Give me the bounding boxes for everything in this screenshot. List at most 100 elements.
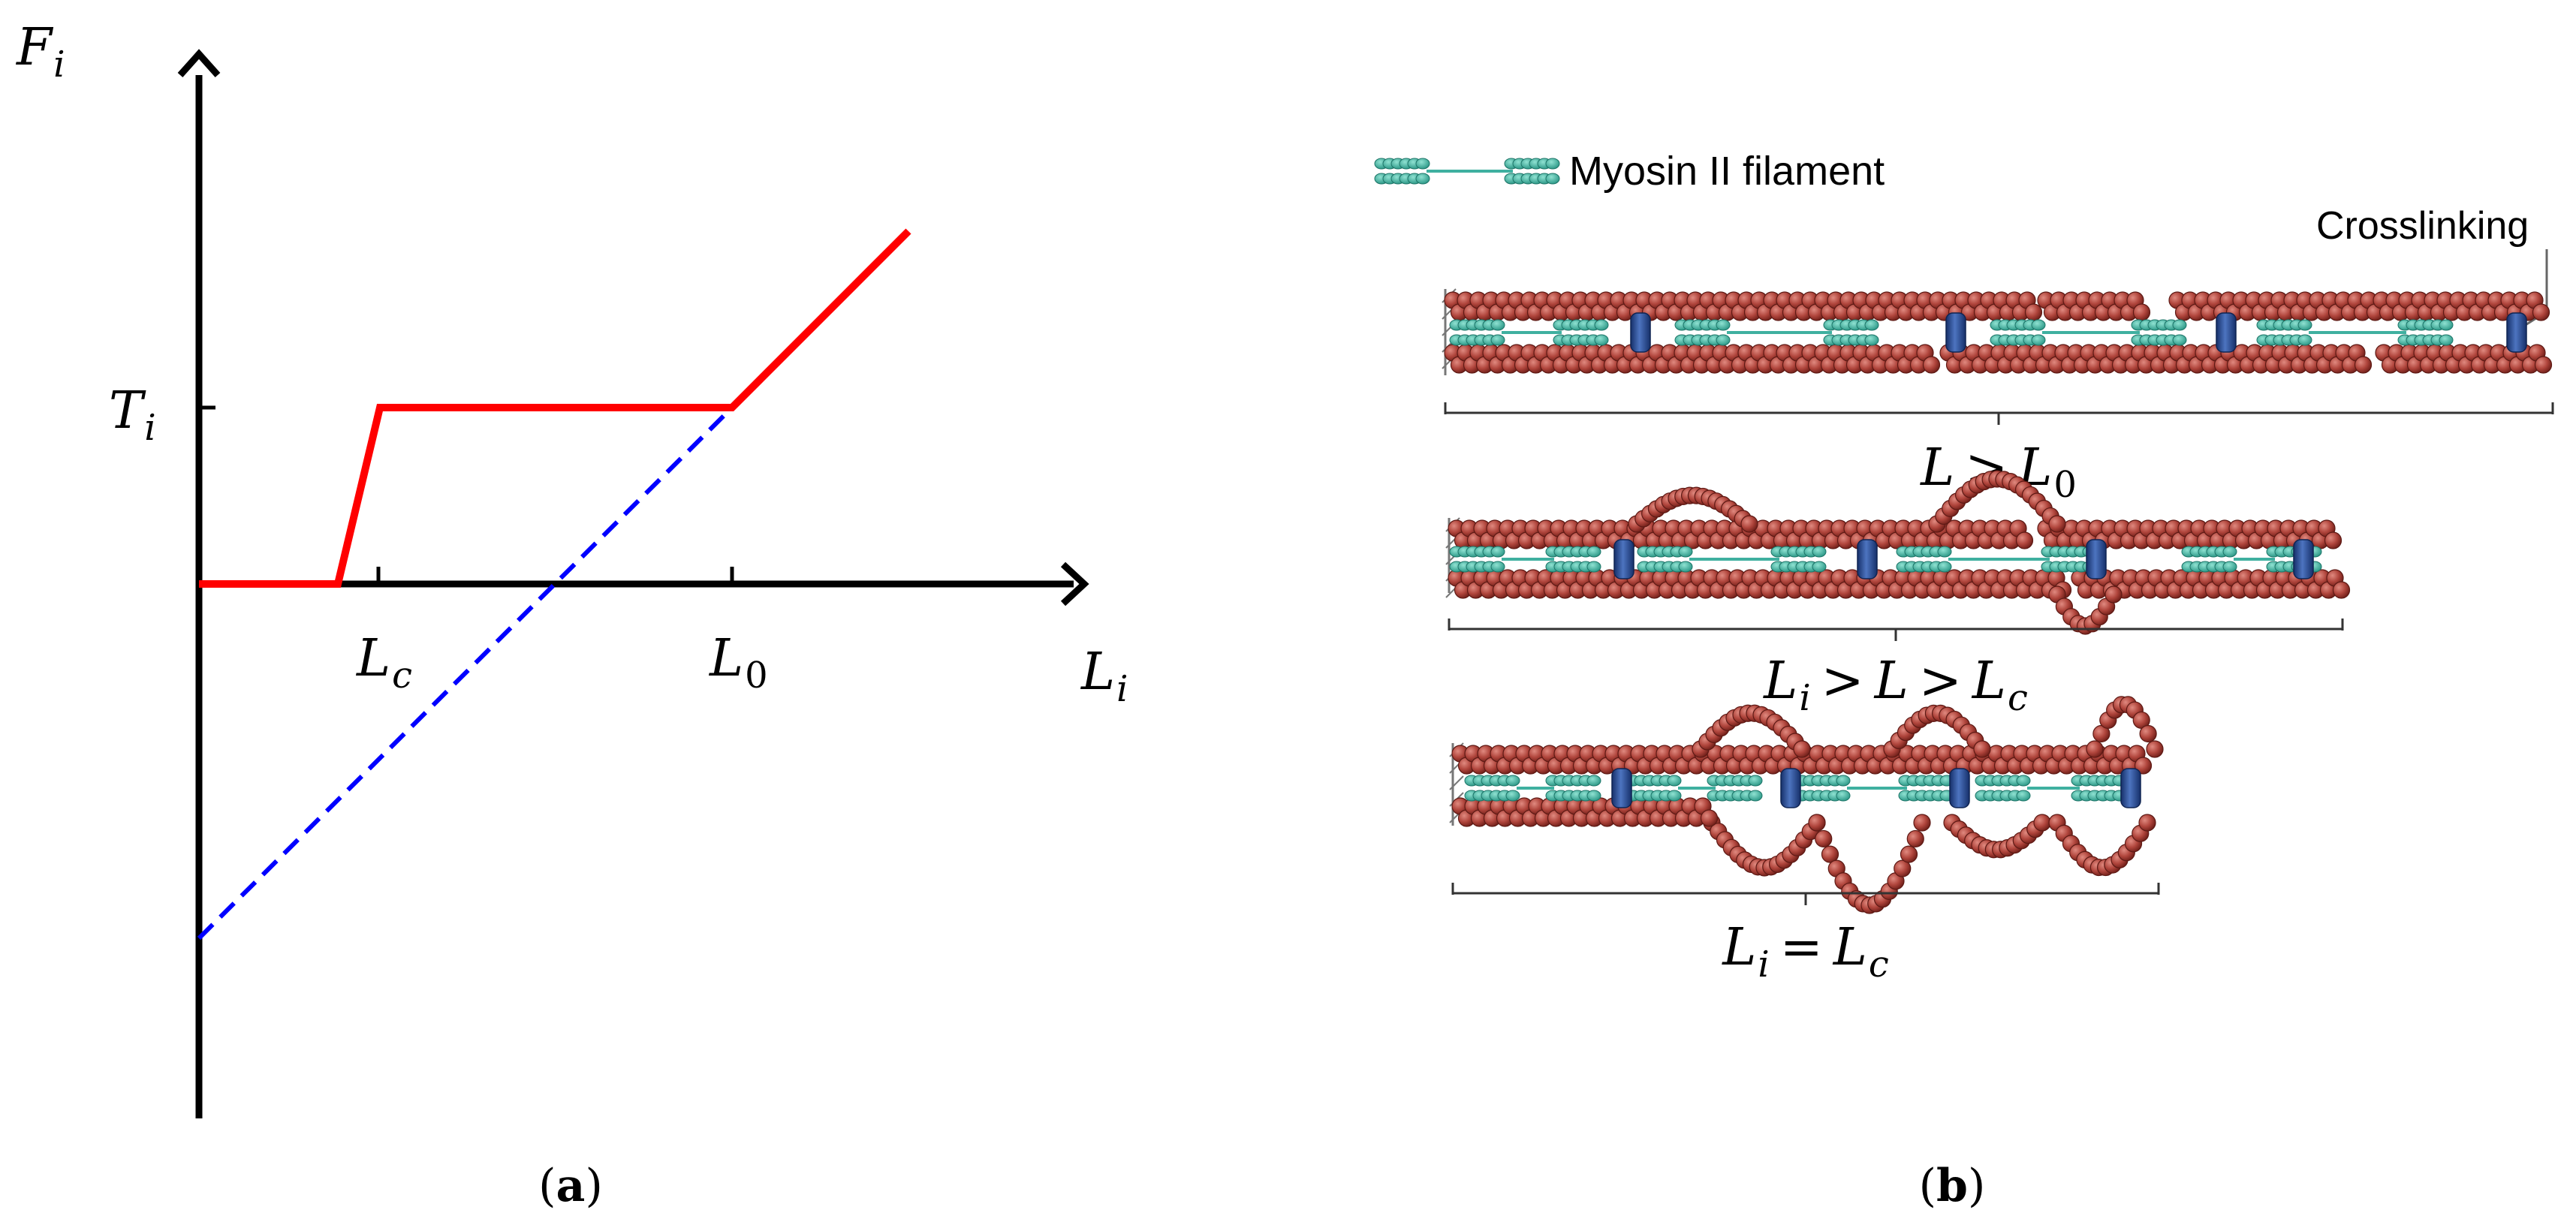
actin-bead: [1913, 814, 1931, 832]
state3-label: Li=Lc: [1721, 918, 1889, 986]
actin-bead: [2104, 585, 2123, 603]
tick-label-Lc: Lc: [355, 629, 412, 697]
panel-b-caption: (b): [1919, 1160, 1986, 1212]
myosin-head: [1374, 158, 1430, 185]
myosin-head: [2071, 775, 2127, 802]
actin-bead: [1900, 845, 1918, 863]
myosin-head: [1990, 319, 2046, 346]
myosin-head: [1545, 775, 1601, 802]
myosin-filament: [1449, 546, 1601, 573]
actin-bead: [2332, 581, 2351, 599]
panel-b-actomyosin-schematic: Myosin II filament Crosslinking L>L0 Li>…: [1374, 149, 2554, 1212]
filament-state-fully-compressed: [1449, 696, 2164, 914]
filament-state-partially-compressed: [1445, 470, 2351, 635]
crosslinker: [1611, 768, 1632, 808]
state3-length-bracket: [1451, 883, 2160, 905]
crosslinker: [2120, 768, 2141, 808]
elastic-extension-line: [197, 405, 734, 941]
myosin-head: [2181, 546, 2237, 573]
myosin-head: [2397, 319, 2454, 346]
myosin-head: [1794, 775, 1851, 802]
actin-bead: [1700, 809, 1719, 827]
myosin-filament: [1625, 775, 1763, 802]
actin-bead: [2048, 515, 2066, 533]
crosslinker: [1780, 768, 1801, 808]
x-axis-label: Li: [1080, 643, 1128, 710]
actin-bead: [2024, 303, 2043, 321]
y-axis-arrowhead: [177, 49, 221, 77]
myosin-filament: [1975, 775, 2127, 802]
crosslinker: [1613, 539, 1634, 579]
myosin-head: [1707, 775, 1763, 802]
myosin-legend: Myosin II filament: [1374, 149, 1885, 194]
myosin-filament: [1449, 319, 1609, 346]
actin-bead: [2132, 303, 2151, 321]
tick-label-L0: L0: [708, 629, 768, 697]
myosin-head: [2131, 319, 2187, 346]
actin-bead: [2324, 531, 2343, 549]
actin-bead: [1821, 845, 1839, 863]
actin-bead: [1793, 740, 1811, 758]
myosin-filament: [1896, 546, 2097, 573]
actin-bead: [2139, 724, 2157, 743]
y-axis-label: Fi: [15, 18, 65, 86]
myosin-head: [1898, 775, 1954, 802]
actin-bead: [1922, 356, 1941, 374]
actin-bead: [1808, 814, 1826, 832]
force-curve: [199, 228, 911, 588]
myosin-head: [1553, 319, 1609, 346]
actin-bead: [2138, 814, 2156, 832]
myosin-head: [1504, 158, 1560, 185]
filament-state-stretched: [1442, 288, 2553, 375]
state1-length-bracket: [1444, 402, 2554, 425]
myosin-head: [1637, 546, 1693, 573]
actin-bead: [2146, 740, 2164, 758]
state2-label: Li>L>Lc: [1762, 652, 2028, 719]
state2-length-bracket: [1448, 619, 2344, 641]
myosin-filament: [1637, 546, 1827, 573]
crosslinker: [1945, 312, 1966, 353]
myosin-head: [1625, 775, 1682, 802]
myosin-head: [1449, 319, 1505, 346]
panel-a-force-length-plot: Fi Ti Lc L0 Li (a): [15, 18, 1128, 1212]
actin-bead: [1906, 829, 1924, 848]
actin-bead: [1973, 740, 1991, 758]
crosslinker: [2293, 539, 2314, 579]
actin-bead: [1815, 829, 1833, 848]
crosslinker: [2216, 312, 2237, 353]
myosin-filament: [2256, 319, 2454, 346]
crosslinker: [2506, 312, 2527, 353]
actin-bead: [1894, 859, 1912, 877]
myosin-head: [1975, 775, 2031, 802]
actin-bead: [2532, 303, 2550, 321]
actin-bead: [2015, 531, 2034, 549]
myosin-filament: [1374, 158, 1560, 185]
tick-label-Ti: Ti: [109, 381, 156, 449]
myosin-head: [1896, 546, 1952, 573]
myosin-head: [1674, 319, 1731, 346]
legend-myosin-filament-glyph: [1374, 158, 1560, 185]
myosin-head: [1449, 546, 1505, 573]
actin-bead: [1740, 515, 1758, 533]
myosin-filament: [1990, 319, 2187, 346]
actin-bead: [2033, 814, 2051, 832]
actin-bead: [2354, 356, 2373, 374]
myosin-filament: [1464, 775, 1601, 802]
x-axis-arrowhead: [1060, 561, 1089, 606]
myosin-head: [2256, 319, 2312, 346]
panel-a-caption: (a): [538, 1160, 603, 1212]
myosin-head: [1464, 775, 1520, 802]
myosin-head: [1770, 546, 1827, 573]
actin-bead: [2534, 356, 2553, 374]
myosin-head: [1823, 319, 1879, 346]
actin-bead: [2134, 757, 2153, 775]
legend-myosin-label: Myosin II filament: [1569, 149, 1885, 194]
myosin-head: [1545, 546, 1601, 573]
crosslinker: [1949, 768, 1970, 808]
actin-bead: [2086, 740, 2104, 758]
myosin-filament: [1794, 775, 1954, 802]
myosin-filament: [1674, 319, 1879, 346]
crosslinker: [2086, 539, 2107, 579]
crosslinker: [1630, 312, 1651, 353]
